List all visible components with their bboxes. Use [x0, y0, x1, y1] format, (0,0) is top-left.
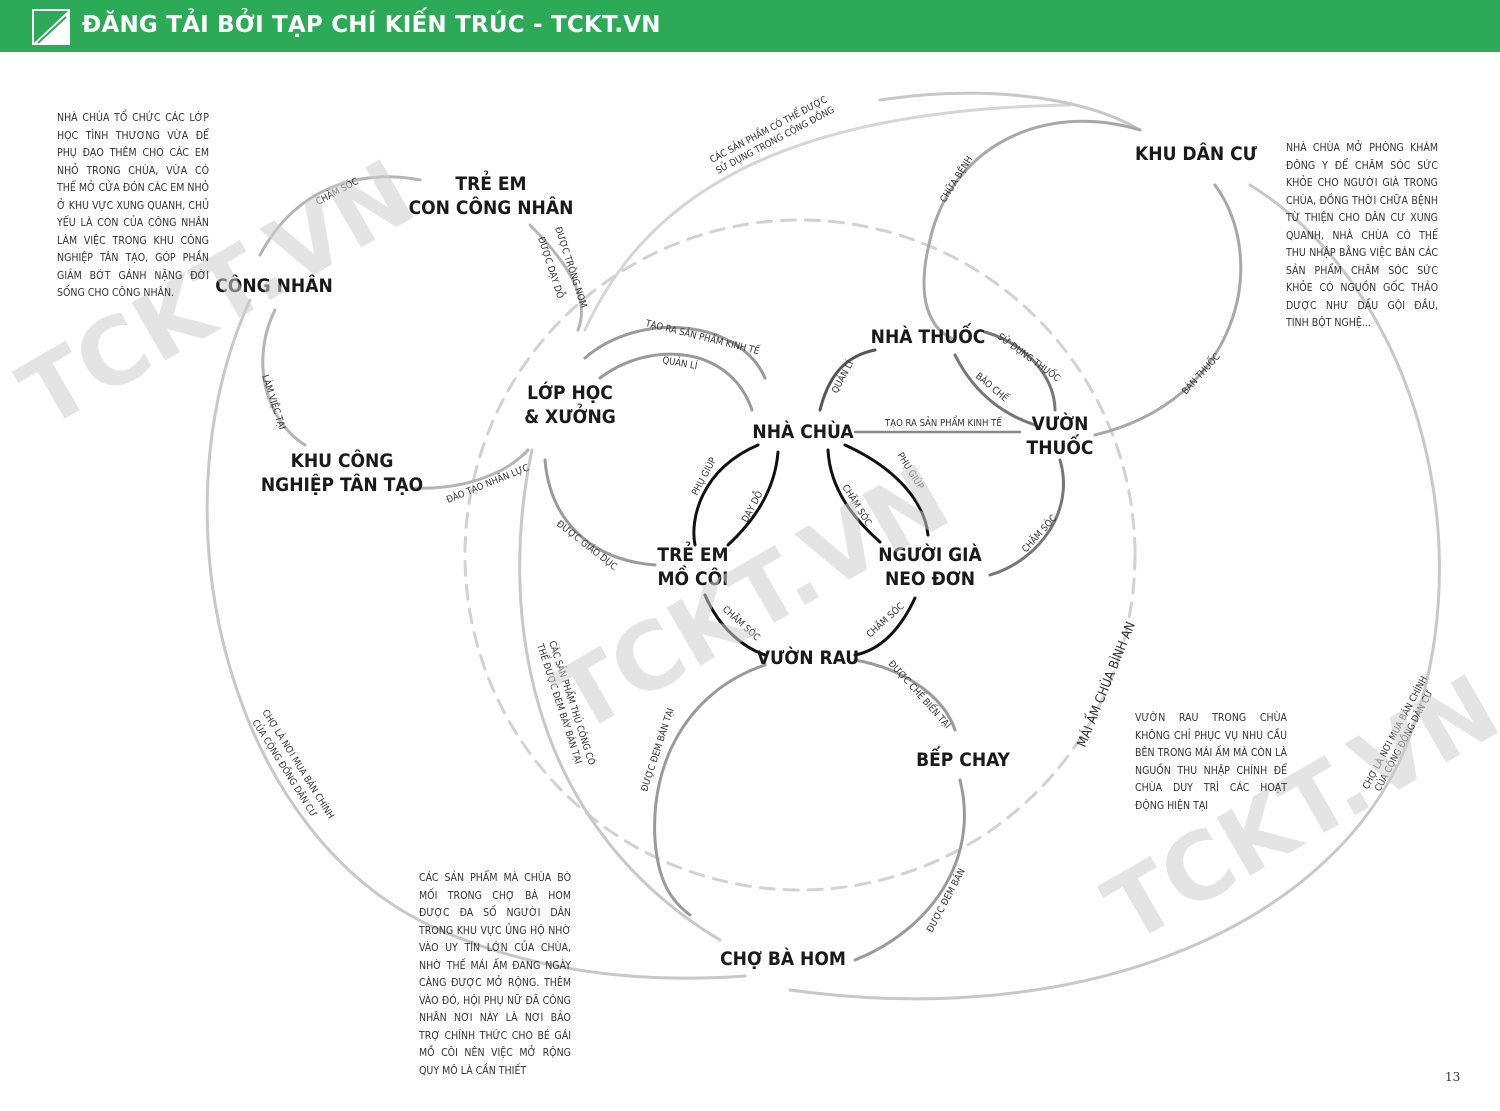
- arc-khu-dan-cu-circle: [922, 119, 1142, 342]
- node-cho-ba-hom: CHỢ BÀ HOM: [720, 947, 846, 970]
- node-vuon-thuoc-2: THUỐC: [1027, 433, 1094, 459]
- note-top-left: NHÀ CHÙA TỔ CHỨC CÁC LỚP HỌC TÌNH THƯƠNG…: [57, 112, 209, 299]
- node-nguoi-gia-2: NEO ĐƠN: [885, 568, 975, 590]
- node-vuon-rau: VƯỜN RAU: [757, 645, 859, 669]
- arc-nha-thuoc-vuon-thuoc-inner: [953, 353, 1037, 427]
- arc-bep-chay-cho: [853, 778, 966, 962]
- node-khu-dan-cu: KHU DÂN CƯ: [1135, 142, 1258, 165]
- arc-nha-chua-tre-em: [692, 443, 760, 547]
- edge-label-duoc-giao-duc: ĐƯỢC GIÁO DỤC: [554, 518, 619, 573]
- edge-label-duoc-che-bien-tai: ĐƯỢC CHẾ BIẾN TẠI: [886, 658, 953, 731]
- watermark-center: TCKT.VN: [538, 445, 967, 754]
- outer-arc-ne: [878, 91, 1142, 132]
- arc-nguoi-gia-vuon-rau: [853, 596, 917, 657]
- page-number: 13: [1445, 1070, 1461, 1084]
- edge-label-chua-benh: CHỮA BỆNH: [937, 154, 975, 205]
- arc-nha-chua-tre-em-inner: [726, 450, 780, 547]
- node-bep-chay: BẾP CHAY: [916, 745, 1010, 771]
- edge-label-lam-viec-tai: LÀM VIỆC TẠI: [259, 373, 288, 431]
- arc-tre-em-lop-hoc: [528, 223, 583, 332]
- edge-label-cham-soc-vuon-thuoc: CHĂM SÓC: [1019, 512, 1059, 555]
- edge-label-ban-thuoc: BÁN THUỐC: [1179, 350, 1223, 397]
- arc-vuon-thuoc-nguoi-gia: [988, 458, 1065, 577]
- arc-nha-chua-nguoi-gia: [843, 443, 930, 537]
- outer-arc-top: [583, 103, 1072, 332]
- arc-cong-nhan-tre-em: [258, 175, 422, 257]
- arc-nha-chua-nha-thuoc: [818, 348, 877, 412]
- node-nha-chua: NHÀ CHÙA: [752, 419, 854, 443]
- node-nguoi-gia-1: NGƯỜI GIÀ: [878, 542, 982, 566]
- arc-khu-cn-lop-hoc: [413, 448, 530, 490]
- outer-arc-left: [205, 298, 747, 980]
- arc-lop-hoc-nha-chua-inner: [598, 352, 754, 412]
- edge-label-duoc-dem-ban: ĐƯỢC ĐEM BÁN: [924, 866, 968, 934]
- note-bottom-right: VƯỜN RAU TRONG CHÙA KHÔNG CHỈ PHỤC VỤ NH…: [1135, 712, 1287, 812]
- dashed-circle: [463, 218, 1137, 892]
- arc-lop-hoc-cho: [518, 448, 722, 942]
- tckt-logo-icon: [32, 9, 70, 45]
- edge-label-tao-ra-san-pham-2: TẠO RA SẢN PHẨM KINH TẾ: [884, 416, 1002, 429]
- node-lop-hoc-2: & XƯỞNG: [524, 403, 616, 428]
- edge-label-mai-am: MÁI ẤM CHÙA BÌNH AN: [1073, 619, 1139, 749]
- node-lop-hoc-1: LỚP HỌC: [527, 380, 613, 404]
- banner-title: ĐĂNG TẢI BỞI TẠP CHÍ KIẾN TRÚC - TCKT.VN: [82, 12, 661, 38]
- edge-label-su-dung-thuoc: SỬ DỤNG THUỐC: [995, 330, 1063, 384]
- arc-khu-dan-cu-vuon-thuoc: [1093, 183, 1243, 437]
- outer-arc-right: [788, 183, 1441, 1001]
- node-tre-em-cong-nhan-1: TRẺ EM: [455, 170, 526, 195]
- edge-label-tao-ra-san-pham-1: TẠO RA SẢN PHẨM KINH TẾ: [643, 316, 761, 357]
- node-tre-em-mo-coi-1: TRẺ EM: [657, 541, 728, 566]
- arc-nha-thuoc-vuon-thuoc-outer: [983, 330, 1057, 412]
- edge-label-cham-soc-right-low: CHĂM SÓC: [864, 600, 907, 640]
- node-khu-cong-nghiep-1: KHU CÔNG: [291, 448, 394, 472]
- edge-label-cac-san-pham-1: CÁC SẢN PHẨM CÓ THỂ ĐƯỢC: [707, 93, 829, 166]
- arc-lop-hoc-nha-chua-outer: [583, 325, 767, 380]
- arc-nha-chua-nguoi-gia-inner: [826, 448, 882, 544]
- node-tre-em-mo-coi-2: MỒ CÔI: [658, 564, 729, 590]
- arc-tre-em-vuon-rau: [703, 593, 767, 657]
- arc-vuon-rau-bep-chay: [853, 658, 957, 732]
- header-banner: ĐĂNG TẢI BỞI TẠP CHÍ KIẾN TRÚC - TCKT.VN: [0, 0, 1500, 52]
- node-tre-em-cong-nhan-2: CON CÔNG NHÂN: [409, 195, 574, 219]
- node-khu-cong-nghiep-2: NGHIỆP TÂN TẠO: [261, 472, 423, 496]
- note-bottom-left: CÁC SẢN PHẨM MÀ CHÙA BÒ MỐI TRONG CHỢ BÀ…: [419, 872, 571, 1077]
- arc-vuon-rau-cho: [653, 663, 767, 917]
- node-nha-thuoc: NHÀ THUỐC: [871, 322, 986, 348]
- note-top-right: NHÀ CHÙA MỞ PHÒNG KHÁM ĐÔNG Y ĐỂ CHĂM SÓ…: [1286, 142, 1438, 329]
- node-vuon-thuoc-1: VƯỜN: [1032, 411, 1089, 435]
- edge-label-cho-left-1: CHỢ LÀ NƠI MUA BÁN CHÍNH: [259, 707, 336, 821]
- node-cong-nhan: CÔNG NHÂN: [215, 273, 333, 297]
- arc-lop-hoc-tre-em-mo-coi: [543, 458, 657, 567]
- arc-cong-nhan-khu-cn: [261, 308, 307, 447]
